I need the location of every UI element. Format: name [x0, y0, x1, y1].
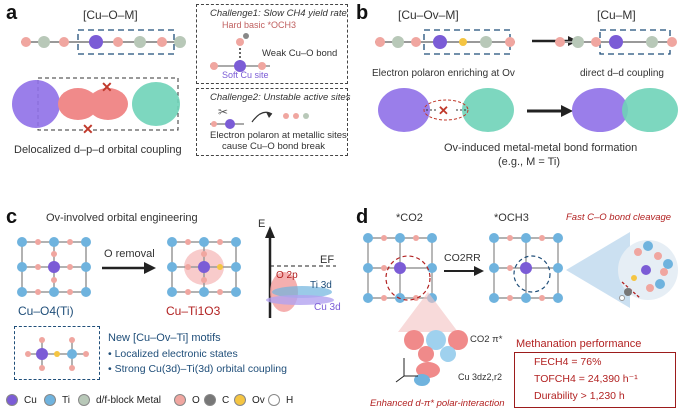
panel-c-energy-diagram — [265, 226, 336, 318]
legend-item: H — [268, 394, 293, 406]
legend-item: C — [204, 394, 229, 406]
challenge2-caption-2: cause Cu–O bond break — [222, 141, 325, 152]
perf-title: Methanation performance — [516, 338, 642, 350]
legend-label: O — [192, 394, 200, 406]
challenge2-caption-1: Electron polaron at metallic sites — [210, 130, 347, 141]
panel-d-lattice-right — [489, 233, 563, 303]
fermi-label: EF — [320, 254, 335, 266]
panel-b-bracket-right: [Cu–M] — [597, 8, 636, 22]
panel-b-caption-right: direct d–d coupling — [580, 68, 664, 79]
perf-item-2: TOFCH4 = 24,390 h⁻¹ — [534, 373, 638, 385]
panel-b-letter: b — [356, 2, 369, 24]
legend-label: C — [222, 394, 230, 406]
panel-b-caption-main: Ov-induced metal-metal bond formation — [444, 142, 638, 154]
energy-axis-label: E — [258, 218, 266, 230]
band-o2p-label: O 2p — [276, 270, 298, 281]
panel-b-caption-left: Electron polaron enriching at Ov — [372, 68, 515, 79]
perf-box — [514, 352, 676, 408]
panel-c-right-label: Cu–Ti1O3 — [166, 304, 221, 318]
panel-d-letter: d — [356, 206, 369, 228]
panel-b-chain-right — [555, 29, 677, 55]
legend-label: d/f-block Metal — [96, 394, 162, 406]
panel-d-zoom-cone — [566, 232, 678, 308]
panel-d-enhanced: Enhanced d-π* polar-interaction — [370, 398, 505, 409]
panel-a-orbital-coupling: ✕ ✕ — [12, 77, 180, 137]
svg-text:✕: ✕ — [438, 103, 449, 118]
legend-item: Ti — [44, 394, 70, 406]
legend-swatch — [174, 394, 186, 406]
panel-a-letter: a — [6, 2, 18, 24]
legend-swatch — [234, 394, 246, 406]
motif-title: New [Cu–Ov–Ti] motifs — [108, 332, 221, 344]
band-ti3d-label: Ti 3d — [310, 280, 332, 291]
panel-c-letter: c — [6, 206, 18, 228]
panel-d-co2-label: *CO2 — [396, 212, 423, 224]
panel-d-arrow — [444, 266, 484, 276]
challenge2-title: Challenge2: Unstable active sites — [210, 92, 351, 103]
challenge1-soft-label: Soft Cu site — [222, 70, 269, 80]
perf-item-3: Durability > 1,230 h — [534, 390, 625, 402]
legend-item: d/f-block Metal — [78, 394, 161, 406]
panel-d-orbital-illustration — [395, 292, 468, 386]
legend-swatch — [6, 394, 18, 406]
motif-structure — [25, 337, 89, 371]
legend-item: Cu — [6, 394, 37, 406]
challenge1-och3-label: Hard basic *OCH3 — [222, 20, 297, 30]
panel-a-atom-chain — [21, 29, 186, 55]
legend: Cu Ti d/f-block Metal O C Ov H — [6, 394, 351, 410]
challenge2-box — [196, 88, 348, 156]
legend-swatch — [78, 394, 90, 406]
perf-item-1: FECH4 = 76% — [534, 356, 602, 368]
panel-b-bracket-left: [Cu–Ov–M] — [398, 8, 459, 22]
panel-c-arrow-label: O removal — [104, 248, 155, 260]
panel-d-cu-orbital: Cu 3dz2,r2 — [458, 372, 503, 382]
challenge1-structure — [210, 33, 270, 72]
legend-label: Ti — [62, 394, 70, 406]
motif-bullet-2: • Strong Cu(3d)–Ti(3d) orbital coupling — [108, 363, 287, 375]
legend-swatch — [44, 394, 56, 406]
panel-c-left-label: Cu–O4(Ti) — [18, 304, 74, 318]
panel-a-bracket-label: [Cu–O–M] — [83, 8, 138, 22]
band-cu3d-label: Cu 3d — [314, 302, 341, 313]
panel-d-co2-pi: CO2 π* — [470, 334, 503, 345]
challenge1-weak-label: Weak Cu–O bond — [262, 48, 338, 59]
motif-bullet-1: • Localized electronic states — [108, 348, 238, 360]
legend-item: Ov — [234, 394, 265, 406]
panel-b-chain-left — [375, 29, 515, 55]
panel-d-arrow-label: CO2RR — [444, 252, 481, 264]
panel-b-orbitals-left: ✕ — [378, 88, 514, 132]
challenge1-title: Challenge1: Slow CH4 yield rate — [210, 8, 347, 19]
panel-c-lattice-left — [17, 237, 91, 297]
legend-swatch — [204, 394, 216, 406]
challenge2-structure: ✂ — [210, 105, 309, 129]
panel-d-och3-label: *OCH3 — [494, 212, 529, 224]
panel-c-arrow — [102, 262, 156, 274]
motif-box — [14, 326, 100, 380]
panel-b-caption-sub: (e.g., M = Ti) — [498, 156, 561, 168]
panel-b-arrow-mid — [527, 105, 573, 117]
panel-a-orbital-caption: Delocalized d–p–d orbital coupling — [14, 144, 182, 156]
svg-text:✕: ✕ — [101, 79, 113, 95]
legend-swatch — [268, 394, 280, 406]
legend-label: Cu — [24, 394, 37, 406]
svg-text:✕: ✕ — [82, 121, 94, 137]
legend-item: O — [174, 394, 200, 406]
legend-label: H — [286, 394, 294, 406]
legend-label: Ov — [252, 394, 265, 406]
svg-text:✂: ✂ — [218, 105, 228, 119]
panel-d-cleavage: Fast C–O bond cleavage — [566, 212, 672, 223]
panel-b-orbitals-right — [572, 88, 678, 132]
panel-c-title: Ov-involved orbital engineering — [46, 212, 198, 224]
panel-c-lattice-right — [167, 237, 241, 297]
challenge1-box — [196, 4, 348, 84]
